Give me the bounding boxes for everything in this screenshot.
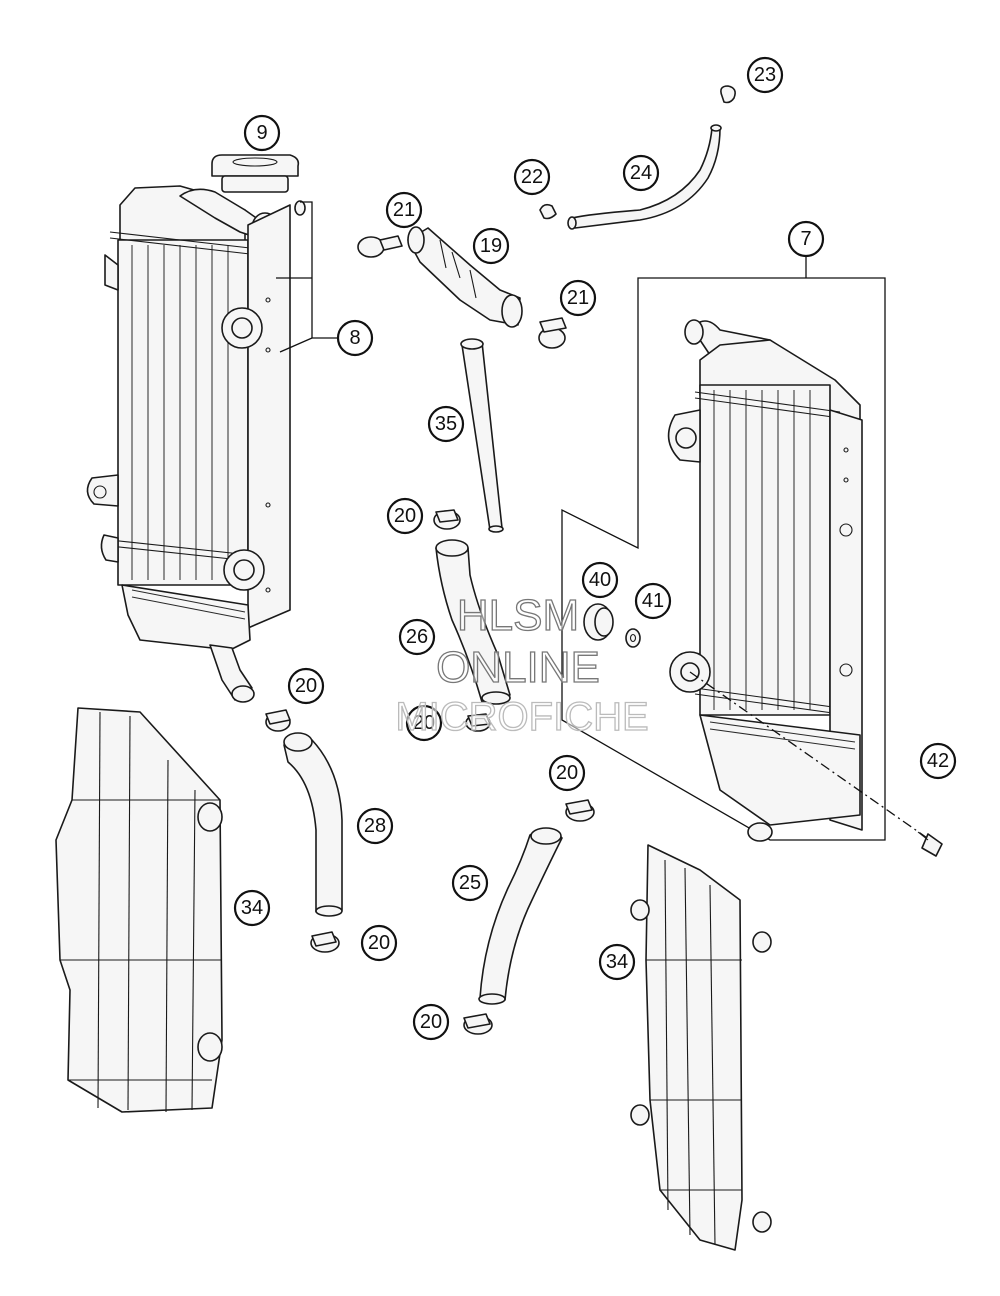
- callout-22-label: 22: [521, 166, 543, 188]
- callout-26-label: 26: [406, 626, 428, 648]
- callout-40-label: 40: [589, 569, 611, 591]
- hose-clamp-21-right: [538, 317, 567, 349]
- hose-26: [435, 539, 511, 705]
- callout-20-a-label: 20: [394, 505, 416, 527]
- hose-clip-22: [539, 203, 557, 220]
- hose-25: [478, 827, 563, 1005]
- washer-41: [625, 628, 641, 648]
- callout-40[interactable]: 40: [581, 561, 619, 599]
- callout-35[interactable]: 35: [427, 405, 465, 443]
- hose-clip-23: [720, 85, 736, 104]
- callout-8-label: 8: [349, 327, 360, 349]
- watermark-line-3: MICROFICHE: [395, 695, 648, 739]
- callout-28-label: 28: [364, 815, 386, 837]
- callout-34-left[interactable]: 34: [233, 889, 271, 927]
- callout-35-label: 35: [435, 413, 457, 435]
- callout-19-label: 19: [480, 235, 502, 257]
- left-radiator: [86, 185, 291, 703]
- callout-20-c-label: 20: [295, 675, 317, 697]
- callout-8[interactable]: 8: [336, 319, 374, 357]
- callout-21-right-label: 21: [567, 287, 589, 309]
- callout-20-b-label: 20: [413, 712, 435, 734]
- hose-clamp-20-d: [310, 931, 340, 953]
- callout-20-b[interactable]: 20: [405, 704, 443, 742]
- watermark-line-1: HLSM: [457, 591, 579, 640]
- hose-clamp-20-c: [265, 709, 291, 732]
- callout-9[interactable]: 9: [243, 114, 281, 152]
- callout-20-d-label: 20: [368, 932, 390, 954]
- hose-clamp-21-left: [357, 235, 403, 258]
- callout-28[interactable]: 28: [356, 807, 394, 845]
- callout-34-left-label: 34: [241, 897, 263, 919]
- grommet-40: [583, 603, 614, 641]
- callout-20-a[interactable]: 20: [386, 497, 424, 535]
- callout-20-e-label: 20: [556, 762, 578, 784]
- radiator-shroud-right: [630, 844, 772, 1251]
- leader-lines: [276, 201, 807, 353]
- radiator-shroud-left: [55, 707, 223, 1113]
- callout-26[interactable]: 26: [398, 618, 436, 656]
- callout-20-f-label: 20: [420, 1011, 442, 1033]
- y-connector-19: [407, 226, 523, 328]
- callout-20-d[interactable]: 20: [360, 924, 398, 962]
- callout-21-right[interactable]: 21: [559, 279, 597, 317]
- callout-layer: 9 8 23 24 22 21 19 21: [233, 56, 957, 1041]
- callout-20-e[interactable]: 20: [548, 754, 586, 792]
- hose-28: [283, 732, 343, 917]
- callout-25-label: 25: [459, 872, 481, 894]
- callout-21-left[interactable]: 21: [385, 191, 423, 229]
- callout-24-label: 24: [630, 162, 652, 184]
- callout-7[interactable]: 7: [787, 220, 825, 258]
- callout-21-left-label: 21: [393, 199, 415, 221]
- callout-25[interactable]: 25: [451, 864, 489, 902]
- overflow-hose-24: [567, 124, 722, 230]
- callout-41-label: 41: [642, 590, 664, 612]
- callout-42-label: 42: [927, 750, 949, 772]
- callout-9-label: 9: [256, 122, 267, 144]
- bolt-42: [689, 671, 943, 857]
- watermark: HLSM ONLINE MICROFICHE: [395, 590, 650, 739]
- right-radiator: [561, 277, 886, 842]
- hose-clamp-20-f: [463, 1013, 493, 1035]
- hose-clamp-20-b: [465, 713, 491, 732]
- callout-42[interactable]: 42: [919, 742, 957, 780]
- callout-34-right-label: 34: [606, 951, 628, 973]
- pipe-35: [460, 338, 504, 533]
- callout-7-label: 7: [800, 228, 811, 250]
- watermark-line-2: ONLINE: [436, 643, 600, 692]
- radiator-cap: [211, 154, 306, 216]
- hose-clamp-20-e: [565, 799, 595, 822]
- callout-20-f[interactable]: 20: [412, 1003, 450, 1041]
- callout-23-label: 23: [754, 64, 776, 86]
- hose-clamp-20-a: [433, 509, 461, 530]
- callout-34-right[interactable]: 34: [598, 943, 636, 981]
- callout-20-c[interactable]: 20: [287, 667, 325, 705]
- callout-24[interactable]: 24: [622, 154, 660, 192]
- callout-22[interactable]: 22: [513, 158, 551, 196]
- callout-19[interactable]: 19: [472, 227, 510, 265]
- callout-41[interactable]: 41: [634, 582, 672, 620]
- callout-23[interactable]: 23: [746, 56, 784, 94]
